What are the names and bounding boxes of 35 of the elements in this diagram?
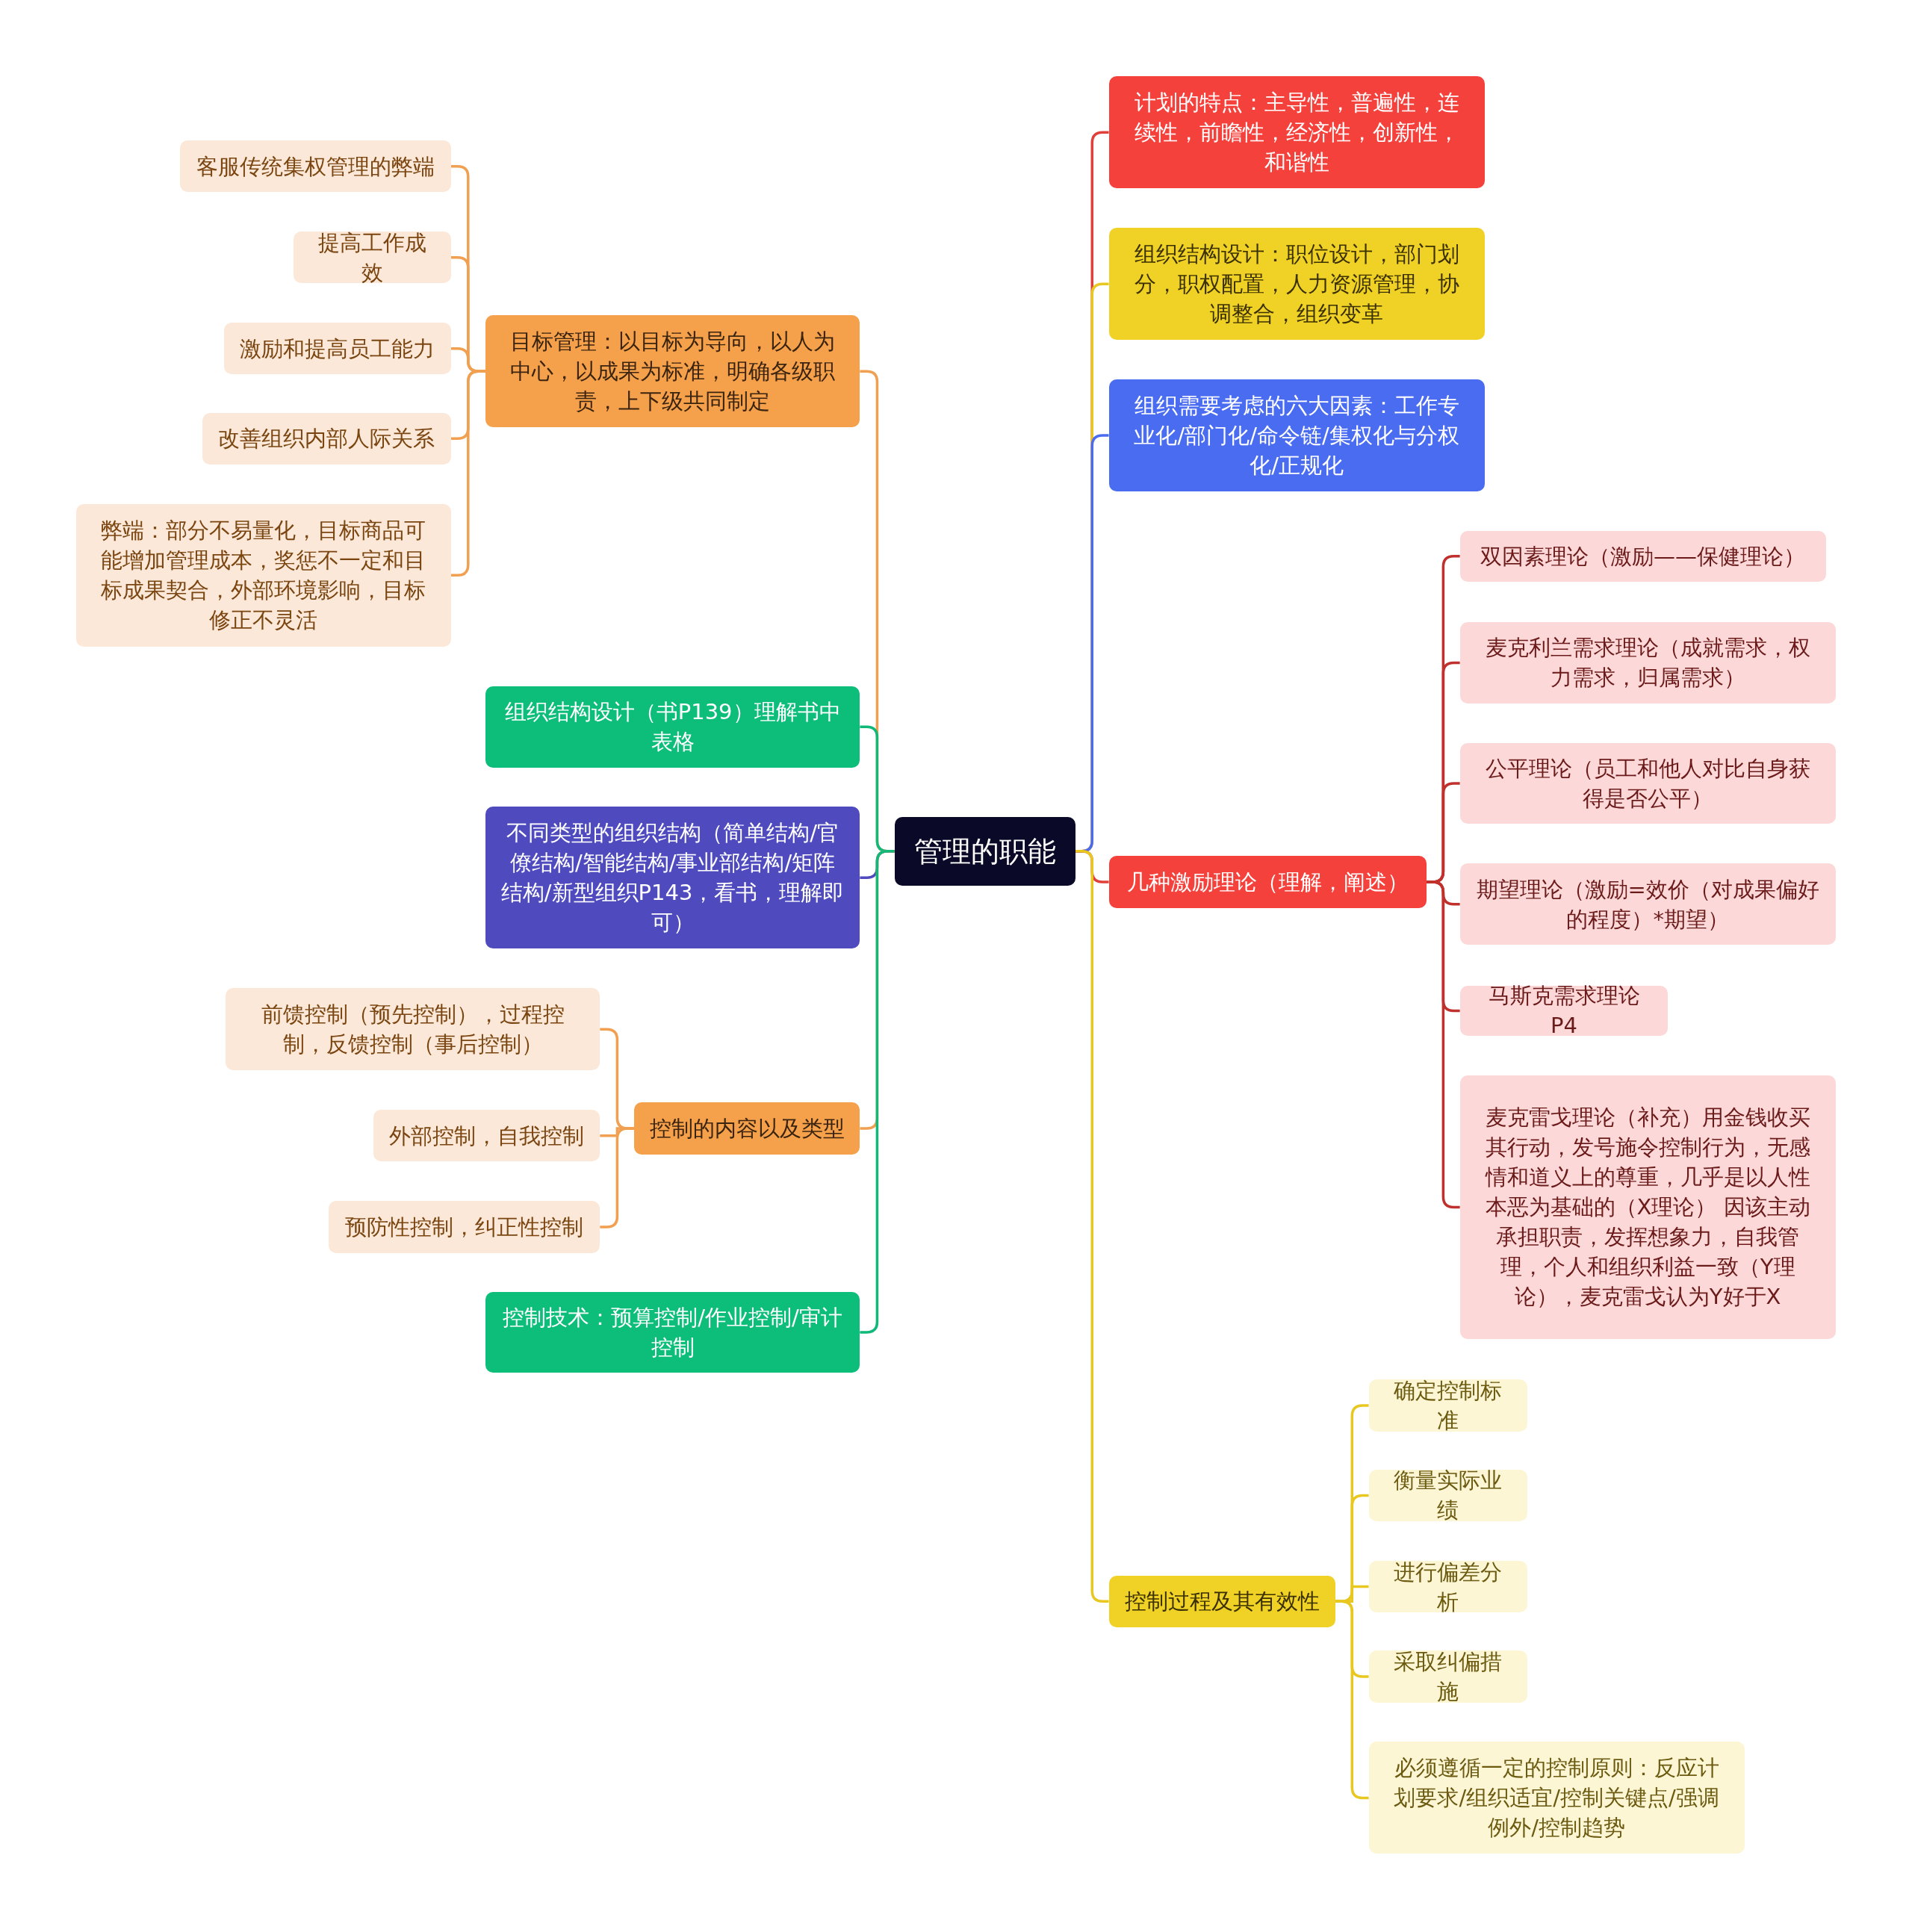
subtopic-box: 改善组织内部人际关系 bbox=[202, 412, 451, 465]
topic-box: 控制的内容以及类型 bbox=[634, 1102, 860, 1155]
topic-box: 控制过程及其有效性 bbox=[1108, 1575, 1336, 1627]
subtopic-box: 前馈控制（预先控制），过程控制，反馈控制（事后控制） bbox=[225, 987, 600, 1071]
connector-line bbox=[1335, 1600, 1369, 1800]
topic-box: 控制技术：预算控制/作业控制/审计控制 bbox=[485, 1292, 860, 1373]
subtopic-box: 必须遵循一定的控制原则：反应计划要求/组织适宜/控制关键点/强调例外/控制趋势 bbox=[1368, 1742, 1745, 1854]
subtopic-box: 衡量实际业绩 bbox=[1368, 1469, 1528, 1522]
subtopic-box: 马斯克需求理论P4 bbox=[1459, 985, 1669, 1037]
connector-line bbox=[1427, 880, 1460, 1209]
topic-box: 组织需要考虑的六大因素：工作专业化/部门化/命令链/集权化与分权化/正规化 bbox=[1108, 379, 1485, 492]
topic-box: 组织结构设计（书P139）理解书中表格 bbox=[485, 686, 860, 768]
subtopic-box: 弊端：部分不易量化，目标商品可能增加管理成本，奖惩不一定和目标成果契合，外部环境影响，目标修正不灵活 bbox=[76, 503, 451, 647]
subtopic-box: 激励和提高员工能力 bbox=[224, 323, 451, 375]
subtopic-box: 公平理论（员工和他人对比自身获得是否公平） bbox=[1459, 742, 1836, 824]
topic-box: 不同类型的组织结构（简单结构/官僚结构/智能结构/事业部结构/矩阵结构/新型组织P143，看书，理解即可） bbox=[485, 807, 860, 949]
connector-line bbox=[450, 370, 485, 577]
subtopic-box: 双因素理论（激励——保健理论） bbox=[1459, 530, 1826, 582]
connector-line bbox=[1075, 850, 1109, 1603]
subtopic-box: 提高工作成效 bbox=[293, 232, 451, 284]
subtopic-box: 客服传统集权管理的弊端 bbox=[179, 140, 451, 193]
connector-line bbox=[600, 1127, 635, 1229]
subtopic-box: 采取纠偏措施 bbox=[1368, 1650, 1528, 1703]
subtopic-box: 确定控制标准 bbox=[1368, 1379, 1528, 1432]
subtopic-box: 预防性控制，纠正性控制 bbox=[329, 1201, 600, 1253]
root-node: 管理的职能 bbox=[894, 816, 1076, 886]
topic-box: 几种激励理论（理解，阐述） bbox=[1108, 856, 1427, 908]
topic-box: 目标管理：以目标为导向，以人为中心，以成果为标准，明确各级职责，上下级共同制定 bbox=[485, 315, 860, 428]
topic-box: 计划的特点：主导性，普遍性，连续性，前瞻性，经济性，创新性，和谐性 bbox=[1108, 76, 1485, 189]
subtopic-box: 外部控制，自我控制 bbox=[373, 1110, 600, 1162]
subtopic-box: 期望理论（激励=效价（对成果偏好的程度）*期望） bbox=[1459, 863, 1836, 945]
subtopic-box: 麦克雷戈理论（补充）用金钱收买其行动，发号施令控制行为，无感情和道义上的尊重，几乎是以人性本恶为基础的（X理论） 因该主动承担职责，发挥想象力，自我管理，个人和组织利益一致（Y理论），麦克雷戈认为Y好于X bbox=[1459, 1075, 1836, 1339]
subtopic-box: 进行偏差分析 bbox=[1368, 1560, 1528, 1613]
topic-box: 组织结构设计：职位设计，部门划分，职权配置，人力资源管理，协调整合，组织变革 bbox=[1108, 228, 1485, 341]
subtopic-box: 麦克利兰需求理论（成就需求，权力需求，归属需求） bbox=[1459, 622, 1836, 703]
